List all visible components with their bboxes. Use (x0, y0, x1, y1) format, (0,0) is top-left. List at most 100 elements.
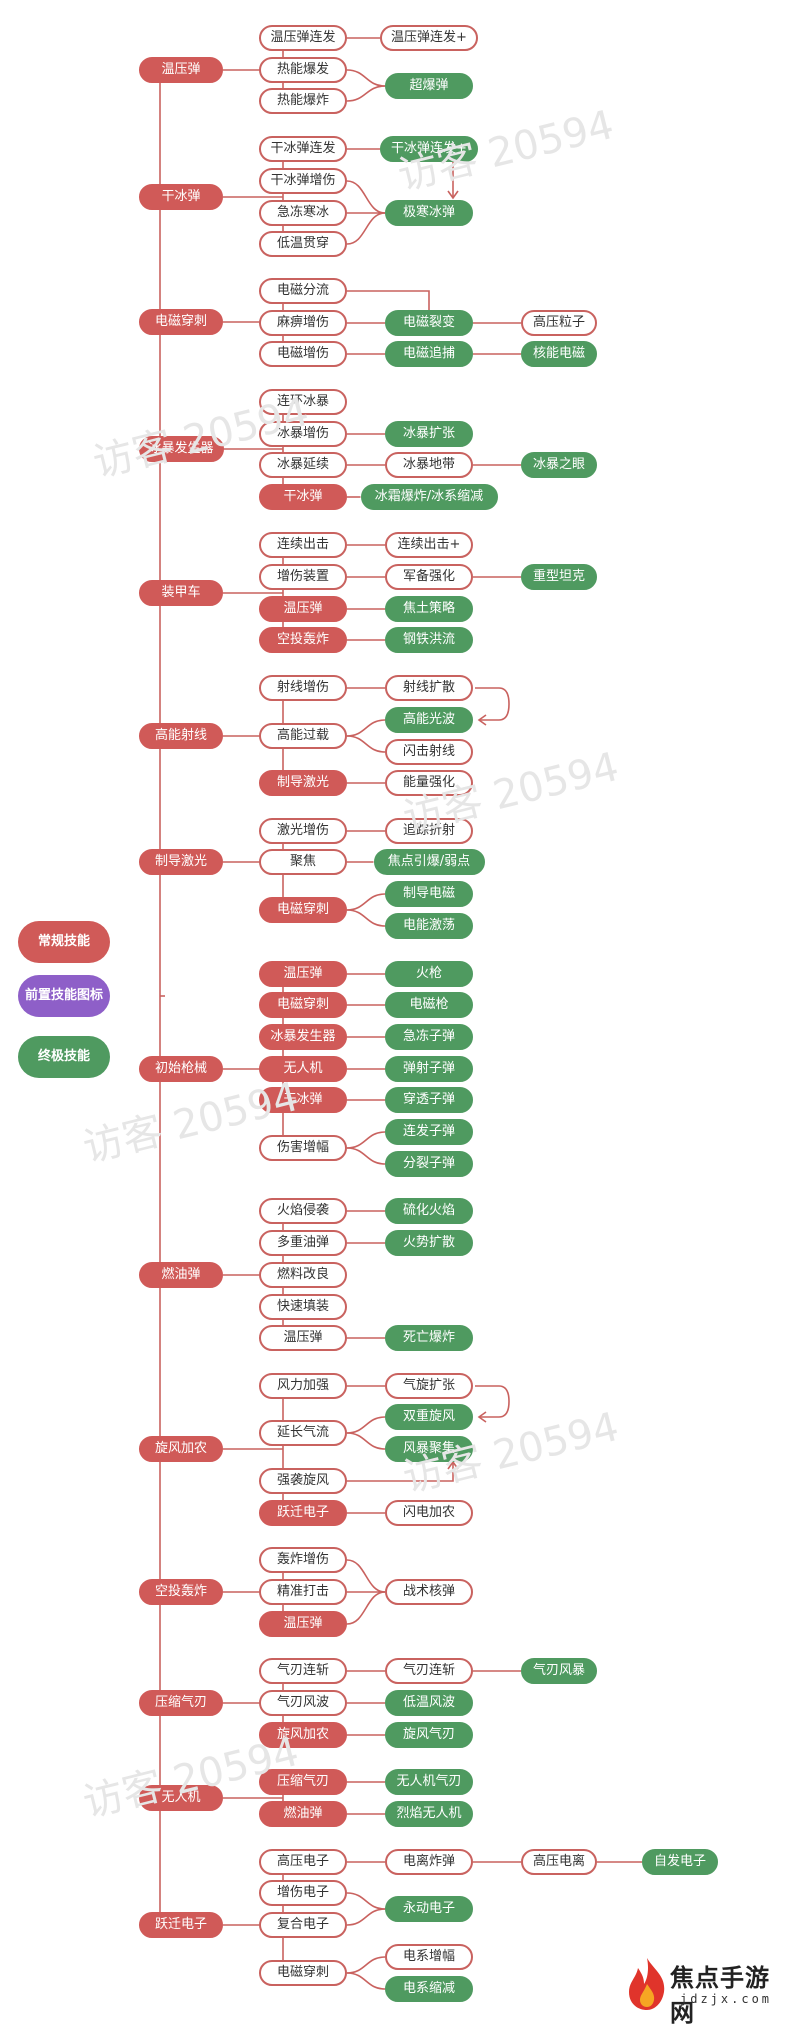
skill-node: 多重油弹 (259, 1230, 347, 1256)
ultimate-skill-node: 焦土策略 (385, 596, 473, 622)
skill-node: 聚焦 (259, 849, 347, 875)
skill-node: 空投轰炸 (259, 627, 347, 653)
fan-connector (346, 1432, 386, 1450)
skill-node: 温压弹连发+ (380, 25, 478, 51)
skill-node: 高能过载 (259, 723, 347, 749)
logo-url: jdzjx.com (680, 1992, 773, 2006)
skill-node: 电磁穿刺 (259, 897, 347, 923)
ultimate-skill-node: 永动电子 (385, 1896, 473, 1922)
skill-node: 冰暴延续 (259, 452, 347, 478)
skill-node: 急冻寒冰 (259, 200, 347, 226)
skill-node: 电磁穿刺 (259, 992, 347, 1018)
skill-node: 干冰弹 (259, 1087, 347, 1113)
arrow-head (477, 714, 487, 726)
skill-node: 火焰侵袭 (259, 1198, 347, 1224)
skill-node: 电磁穿刺 (259, 1960, 347, 1986)
skill-node: 战术核弹 (385, 1579, 473, 1605)
skill-node: 干冰弹 (259, 484, 347, 510)
skill-node: 气刃连斩 (259, 1658, 347, 1684)
ultimate-skill-node: 分裂子弹 (385, 1151, 473, 1177)
category-node: 冰暴发生器 (138, 436, 224, 462)
skill-node: 气刃风波 (259, 1690, 347, 1716)
arrow-head (447, 190, 459, 200)
fan-connector (346, 735, 386, 753)
skill-node: 跃迁电子 (259, 1500, 347, 1526)
merge-connector (346, 1908, 386, 1926)
skill-node: 温压弹 (259, 596, 347, 622)
ultimate-skill-node: 风暴聚集 (385, 1436, 473, 1462)
skill-node: 精准打击 (259, 1579, 347, 1605)
fan-connector (346, 1972, 386, 1990)
category-node: 空投轰炸 (139, 1579, 223, 1605)
fan-connector (346, 1147, 386, 1165)
skill-node: 激光增伤 (259, 818, 347, 844)
ultimate-skill-node: 低温风波 (385, 1690, 473, 1716)
category-node: 干冰弹 (139, 184, 223, 210)
category-node: 温压弹 (139, 57, 223, 83)
ultimate-skill-node: 死亡爆炸 (385, 1325, 473, 1351)
merge-connector (346, 1591, 386, 1625)
flame-icon (629, 1958, 665, 2010)
ultimate-skill-node: 电磁枪 (385, 992, 473, 1018)
ultimate-skill-node: 冰霜爆炸/冰系缩减 (360, 484, 498, 510)
skill-node: 温压弹 (259, 961, 347, 987)
ultimate-skill-node: 火势扩散 (385, 1230, 473, 1256)
skill-node: 射线增伤 (259, 675, 347, 701)
ultimate-skill-node: 电能激荡 (385, 913, 473, 939)
ultimate-skill-node: 弹射子弹 (385, 1056, 473, 1082)
ultimate-skill-node: 穿透子弹 (385, 1087, 473, 1113)
ultimate-skill-node: 电系缩减 (385, 1976, 473, 2002)
skill-node: 热能爆发 (259, 57, 347, 83)
skill-node: 军备强化 (385, 564, 473, 590)
site-logo: 焦点手游网 jdzjx.com (618, 1952, 783, 2027)
skill-node: 温压弹 (259, 1611, 347, 1637)
skill-node: 强袭旋风 (259, 1468, 347, 1494)
ultimate-skill-node: 重型坦克 (521, 564, 597, 590)
skill-node: 轰炸增伤 (259, 1547, 347, 1573)
skill-node: 干冰弹增伤 (259, 168, 347, 194)
ultimate-skill-node: 焦点引爆/弱点 (373, 849, 485, 875)
category-node: 燃油弹 (139, 1262, 223, 1288)
category-node: 旋风加农 (139, 1436, 223, 1462)
skill-node: 气旋扩张 (385, 1373, 473, 1399)
skill-node: 增伤装置 (259, 564, 347, 590)
skill-node: 制导激光 (259, 770, 347, 796)
merge-connector (346, 180, 386, 214)
ultimate-skill-node: 制导电磁 (385, 881, 473, 907)
skill-node: 连续出击+ (385, 532, 473, 558)
loop-arrow (475, 687, 510, 721)
arrow-head (477, 1411, 487, 1423)
skill-node: 闪击射线 (385, 739, 473, 765)
skill-node: 追踪折射 (385, 818, 473, 844)
ultimate-skill-node: 硫化火焰 (385, 1198, 473, 1224)
category-node: 电磁穿刺 (139, 309, 223, 335)
ultimate-skill-node: 冰暴之眼 (521, 452, 597, 478)
skill-node: 延长气流 (259, 1420, 347, 1446)
skill-node: 麻痹增伤 (259, 310, 347, 336)
ultimate-skill-node: 旋风气刃 (385, 1722, 473, 1748)
skill-node: 气刃连斩 (385, 1658, 473, 1684)
skill-node: 干冰弹连发 (259, 136, 347, 162)
merge-connector (346, 1559, 386, 1593)
skill-node: 燃油弹 (259, 1801, 347, 1827)
ultimate-skill-node: 急冻子弹 (385, 1024, 473, 1050)
ultimate-skill-node: 火枪 (385, 961, 473, 987)
fan-connector (346, 909, 386, 927)
loop-arrow (347, 1462, 454, 1482)
merge-connector (346, 85, 386, 102)
category-node: 高能射线 (139, 723, 223, 749)
skill-node: 电系增幅 (385, 1944, 473, 1970)
ultimate-skill-node: 自发电子 (642, 1849, 718, 1875)
ultimate-skill-node: 气刃风暴 (521, 1658, 597, 1684)
skill-node: 连环冰暴 (259, 389, 347, 415)
skill-node: 连续出击 (259, 532, 347, 558)
skill-node: 冰暴发生器 (259, 1024, 347, 1050)
skill-node: 温压弹 (259, 1325, 347, 1351)
skill-node: 温压弹连发 (259, 25, 347, 51)
loop-arrow (475, 1385, 510, 1418)
ultimate-skill-node: 冰暴扩张 (385, 421, 473, 447)
ultimate-skill-node: 烈焰无人机 (385, 1801, 473, 1827)
ultimate-skill-node: 极寒冰弹 (385, 200, 473, 226)
skill-node: 电磁分流 (259, 278, 347, 304)
ultimate-skill-node: 连发子弹 (385, 1119, 473, 1145)
